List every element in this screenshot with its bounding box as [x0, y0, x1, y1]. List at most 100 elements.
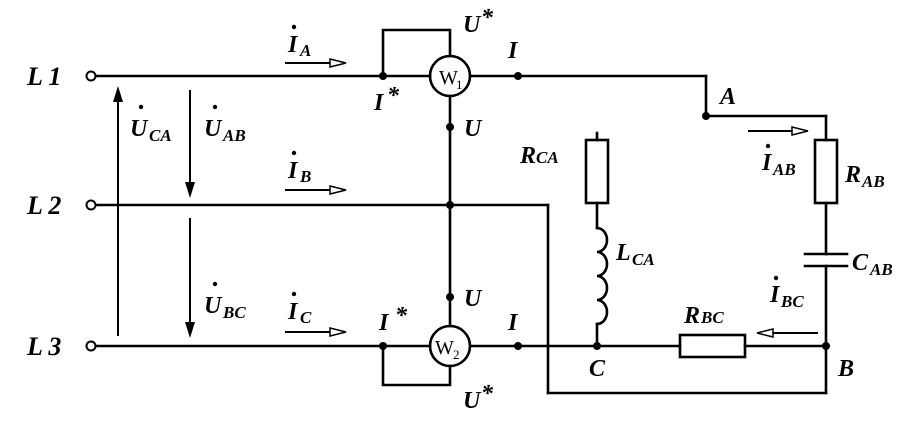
svg-text:A: A: [299, 41, 311, 60]
svg-text:BC: BC: [700, 308, 724, 327]
svg-text:AB: AB: [861, 172, 885, 191]
svg-text:R: R: [844, 162, 861, 188]
label-lca: L CA: [615, 240, 655, 269]
resistor-rca: [584, 138, 610, 205]
svg-text:I: I: [287, 158, 299, 184]
svg-text:*: *: [387, 83, 400, 109]
label-rab: R AB: [844, 162, 885, 191]
label-rbc: R BC: [683, 303, 724, 329]
l3-terminal: [85, 340, 97, 352]
w2-i-star-label: I *: [378, 303, 408, 336]
w2-u-star-label: U *: [463, 381, 494, 414]
w1-voltage-loop: [381, 28, 452, 78]
svg-text:I: I: [378, 310, 390, 336]
arrow-uca: [113, 86, 123, 336]
node-c-label: C: [589, 356, 606, 382]
w2-i-star-node: [379, 342, 387, 350]
w2-u-node: [446, 293, 454, 301]
svg-text:I: I: [761, 150, 773, 176]
svg-text:I: I: [287, 299, 299, 325]
label-ib: I B: [287, 150, 311, 186]
node-a-label: A: [718, 84, 736, 110]
svg-text:*: *: [395, 303, 408, 329]
l1-terminal: [85, 70, 97, 82]
arrow-ubc: [185, 218, 195, 338]
label-l1: L 1: [26, 62, 61, 91]
svg-text:U: U: [463, 12, 482, 38]
svg-text:AB: AB: [772, 160, 796, 179]
w1-i-label: I: [507, 38, 519, 64]
arrow-ic: [285, 327, 347, 337]
label-l3: L 3: [26, 332, 61, 361]
w1-u-label: U: [464, 116, 483, 142]
svg-text:L: L: [615, 240, 631, 266]
label-uca: U CA: [130, 104, 172, 145]
arrow-uab: [185, 90, 195, 198]
w1-u-star-label: U *: [463, 5, 494, 38]
svg-text:I: I: [287, 32, 299, 58]
node-c: [593, 342, 601, 350]
label-ic: I C: [287, 291, 312, 327]
label-rca: R CA: [519, 143, 559, 169]
w2-label: W: [435, 337, 454, 359]
w2-u-label: U: [464, 286, 483, 312]
svg-text:U: U: [463, 388, 482, 414]
wattmeter-w1: W 1: [379, 28, 522, 207]
label-cab: C AB: [852, 250, 893, 279]
w2-i-node: [514, 342, 522, 350]
svg-text:R: R: [683, 303, 700, 329]
svg-text:BC: BC: [222, 303, 246, 322]
svg-text:BC: BC: [780, 292, 804, 311]
wattmeter-w2: W 2: [379, 201, 522, 387]
svg-text:R: R: [519, 143, 536, 169]
l2-junction: [446, 201, 454, 209]
svg-text:CA: CA: [632, 250, 655, 269]
l2-terminal: [85, 199, 97, 211]
inductor-lca: [595, 226, 609, 326]
arrow-ia: [285, 58, 347, 68]
w1-label: W: [439, 67, 458, 89]
node-a: [702, 112, 710, 120]
branch-ca: [584, 131, 610, 350]
w1-i-star-label: I *: [373, 83, 400, 116]
svg-text:U: U: [204, 116, 223, 142]
label-l2: L 2: [26, 191, 61, 220]
node-b: [822, 342, 830, 350]
w2-i-label: I: [507, 310, 519, 336]
arrow-ibc: [756, 328, 818, 338]
label-iab: I AB: [761, 143, 796, 179]
svg-text:I: I: [769, 282, 781, 308]
w1-i-node: [514, 72, 522, 80]
svg-text:I: I: [373, 90, 385, 116]
branch-ab: [702, 112, 849, 395]
arrow-ib: [285, 185, 347, 195]
svg-text:AB: AB: [222, 126, 246, 145]
line-l1: [85, 70, 708, 118]
svg-text:*: *: [481, 381, 494, 407]
svg-text:1: 1: [456, 77, 463, 92]
arrow-iab: [748, 126, 809, 136]
svg-text:AB: AB: [869, 260, 893, 279]
svg-text:2: 2: [453, 347, 460, 362]
w1-u-node: [446, 123, 454, 131]
svg-text:*: *: [481, 5, 494, 31]
label-ubc: U BC: [204, 281, 246, 322]
svg-text:B: B: [299, 167, 311, 186]
svg-text:CA: CA: [536, 148, 559, 167]
w1-i-star-node: [379, 72, 387, 80]
line-l3: [85, 340, 828, 352]
label-ibc: I BC: [769, 275, 804, 311]
label-ia: I A: [287, 24, 311, 60]
svg-text:CA: CA: [149, 126, 172, 145]
resistor-rbc: [678, 333, 747, 359]
svg-text:U: U: [204, 293, 223, 319]
voltage-arrows: [113, 86, 195, 338]
line-l2: [85, 199, 828, 395]
w2-voltage-loop: [381, 344, 452, 387]
current-arrows: [285, 58, 818, 338]
svg-text:C: C: [852, 250, 869, 276]
label-uab: U AB: [204, 104, 246, 145]
svg-text:C: C: [300, 308, 312, 327]
svg-text:U: U: [130, 116, 149, 142]
